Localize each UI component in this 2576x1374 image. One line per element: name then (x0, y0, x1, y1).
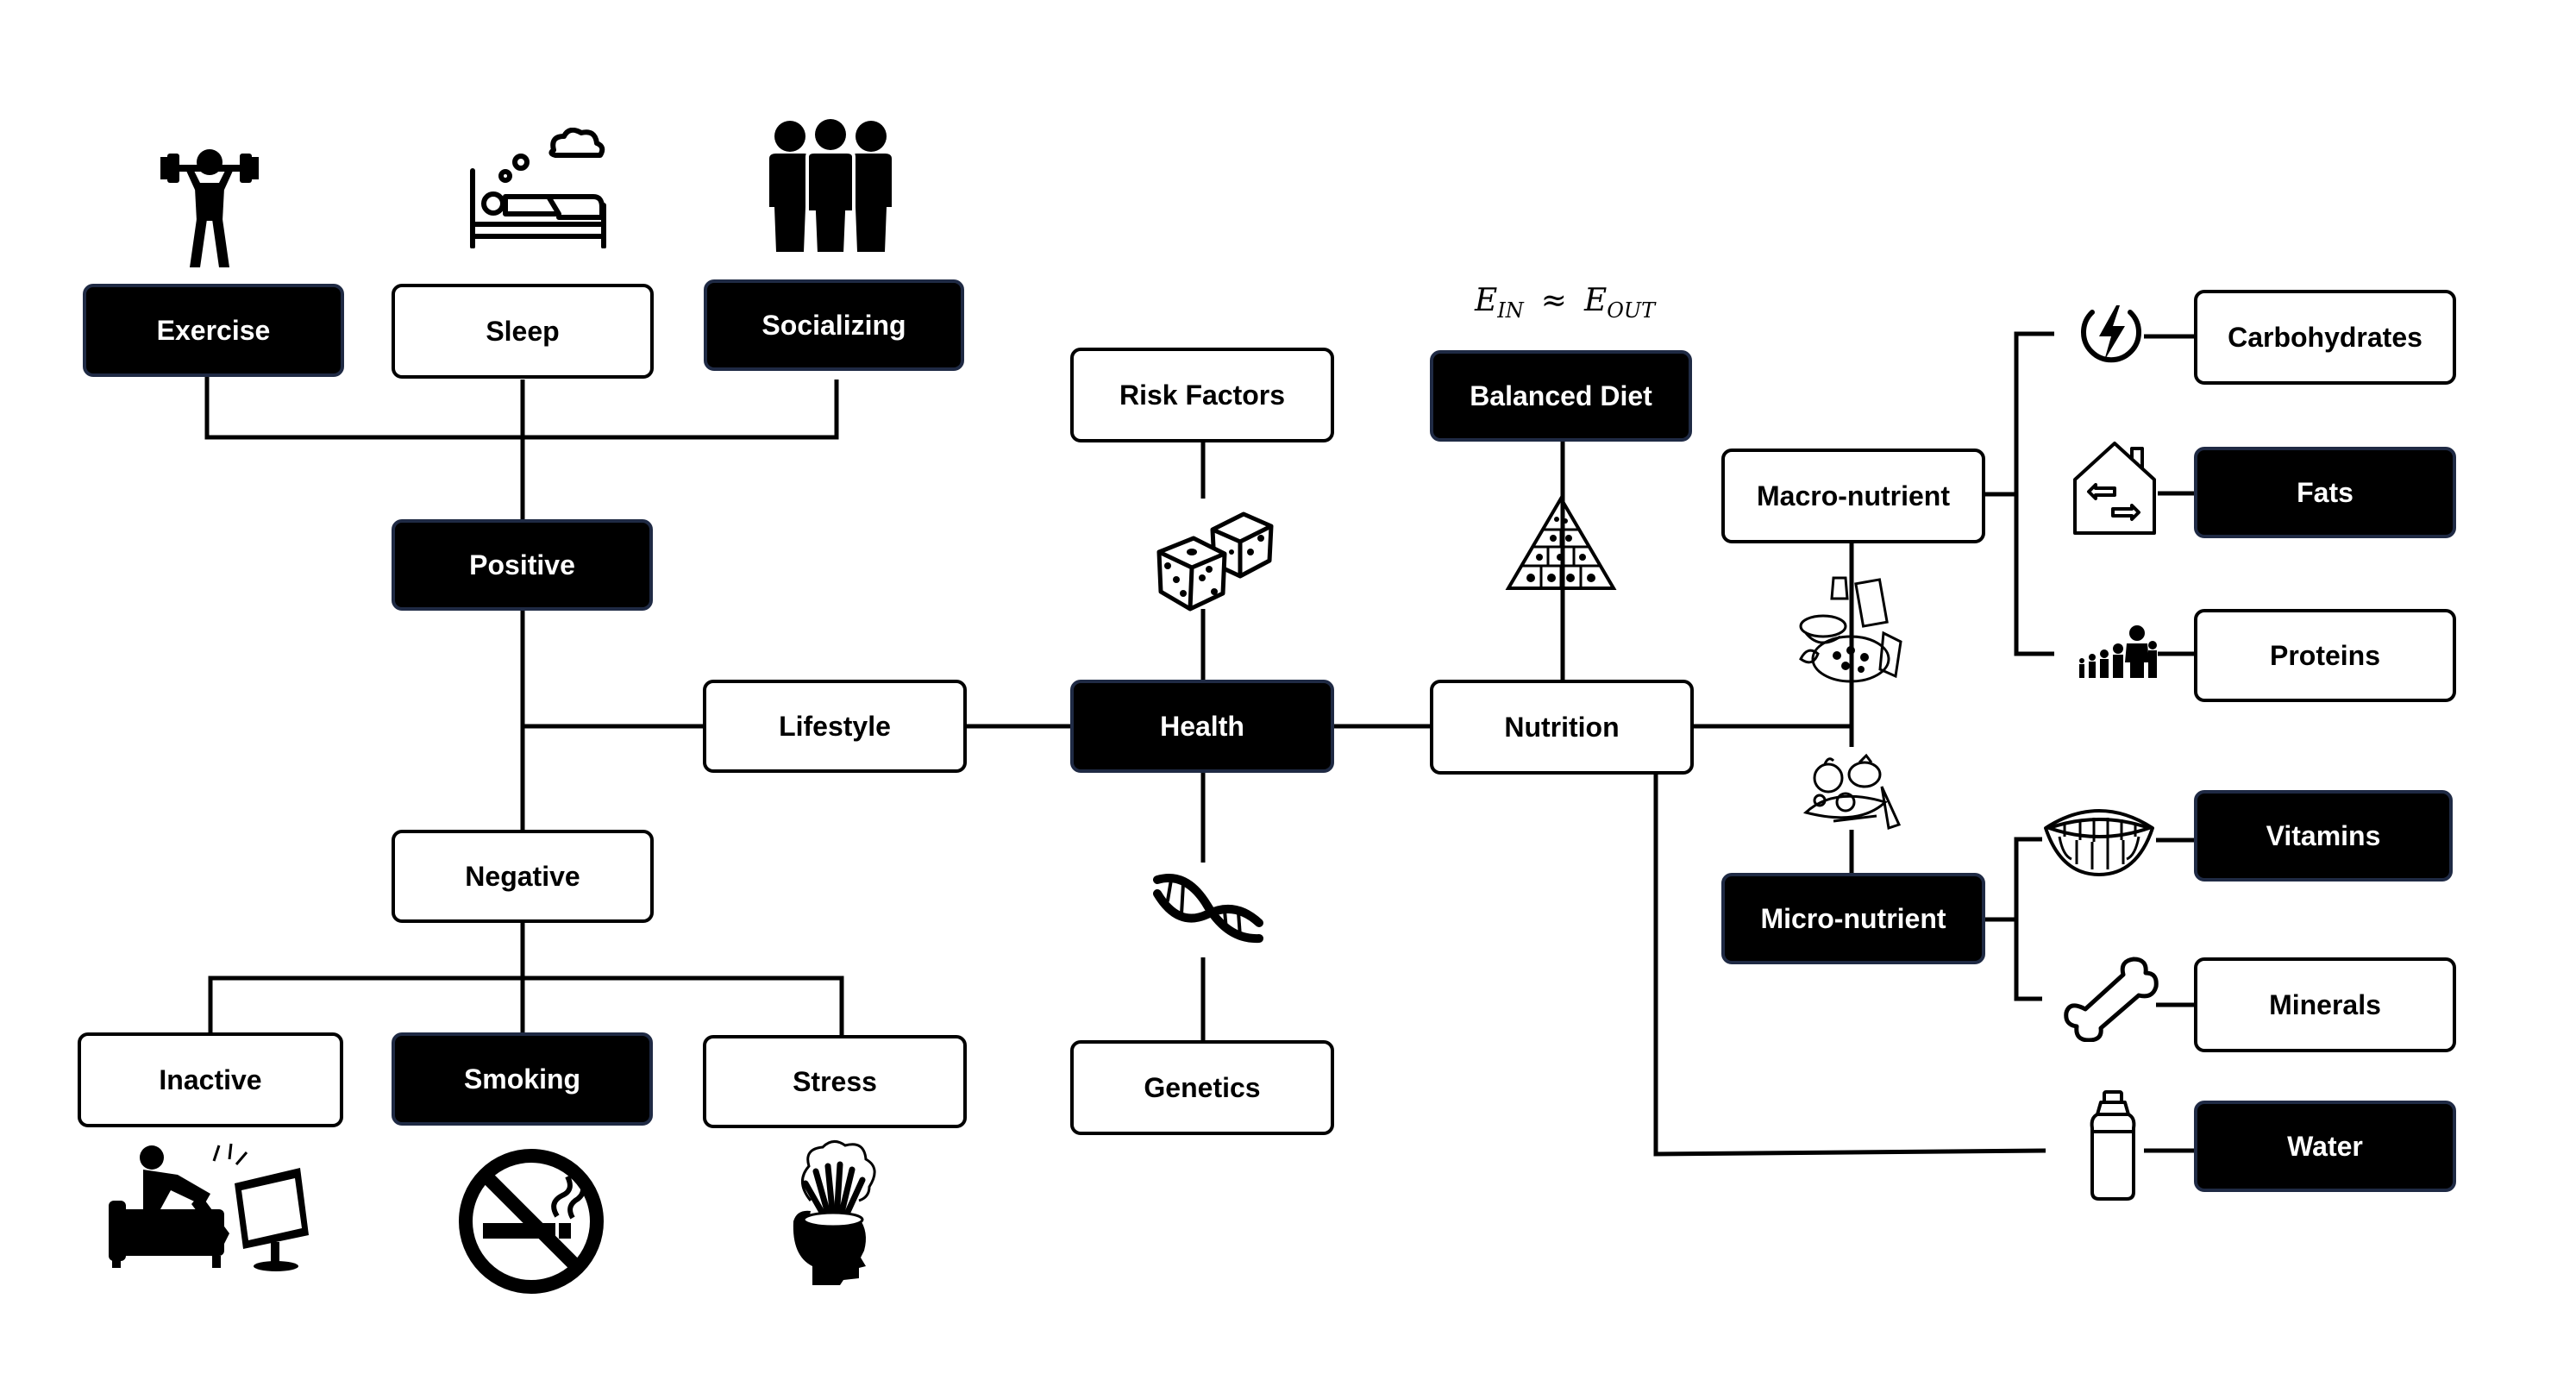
risk-factors-node: Risk Factors (1070, 348, 1334, 442)
balanced-diet-node: Balanced Diet (1430, 350, 1692, 442)
fats-node: Fats (2194, 447, 2456, 538)
stress-node: Stress (703, 1035, 967, 1128)
no-smoking-icon (457, 1147, 605, 1296)
stressed-head-icon (780, 1137, 881, 1285)
minerals-node: Minerals (2194, 957, 2456, 1052)
house-arrows-icon (2070, 438, 2159, 536)
mixed-foods-icon (1794, 573, 1906, 693)
couch-tv-icon (109, 1140, 316, 1278)
exercise-node: Exercise (83, 284, 344, 377)
equation-e-in: E (1475, 283, 1498, 318)
nutrition-node: Nutrition (1430, 680, 1694, 775)
equation-sub-in: IN (1497, 298, 1524, 323)
vitamins-node: Vitamins (2194, 790, 2453, 881)
water-bottle-icon (2087, 1089, 2139, 1202)
equation-e-out: E (1583, 283, 1608, 318)
bone-icon (2063, 956, 2159, 1042)
vegetables-icon (1799, 752, 1904, 835)
lightning-icon (2078, 300, 2144, 366)
water-node: Water (2194, 1101, 2456, 1192)
connector-macro-bracket (2014, 331, 2054, 656)
dna-icon (1152, 863, 1264, 957)
food-pyramid-icon (1505, 495, 1617, 592)
connector-micro-bracket (2014, 837, 2042, 1001)
lifestyle-node: Lifestyle (703, 680, 967, 773)
socializing-node: Socializing (704, 279, 964, 371)
dice-icon (1154, 509, 1276, 612)
macro-nutrient-node: Macro-nutrient (1721, 449, 1985, 543)
family-growth-icon (2077, 623, 2159, 680)
micro-nutrient-node: Micro-nutrient (1721, 873, 1985, 964)
equation-approx: ≈ (1540, 283, 1567, 318)
sleep-node: Sleep (392, 284, 654, 379)
connector-water (1653, 773, 2046, 1157)
carbohydrates-node: Carbohydrates (2194, 290, 2456, 385)
proteins-node: Proteins (2194, 609, 2456, 702)
equation-sub-out: OUT (1607, 298, 1656, 323)
positive-node: Positive (392, 519, 653, 611)
weightlifter-icon (154, 138, 266, 272)
energy-balance-equation: EIN≈EOUT (1475, 283, 1655, 323)
group-people-icon (766, 117, 895, 255)
sleeping-bed-icon (466, 128, 611, 248)
genetics-node: Genetics (1070, 1040, 1334, 1135)
health-node: Health (1070, 680, 1334, 773)
teeth-icon (2042, 802, 2156, 876)
negative-node: Negative (392, 830, 654, 923)
inactive-node: Inactive (78, 1032, 343, 1127)
connector-negative-branch (208, 976, 844, 1035)
smoking-node: Smoking (392, 1032, 653, 1126)
